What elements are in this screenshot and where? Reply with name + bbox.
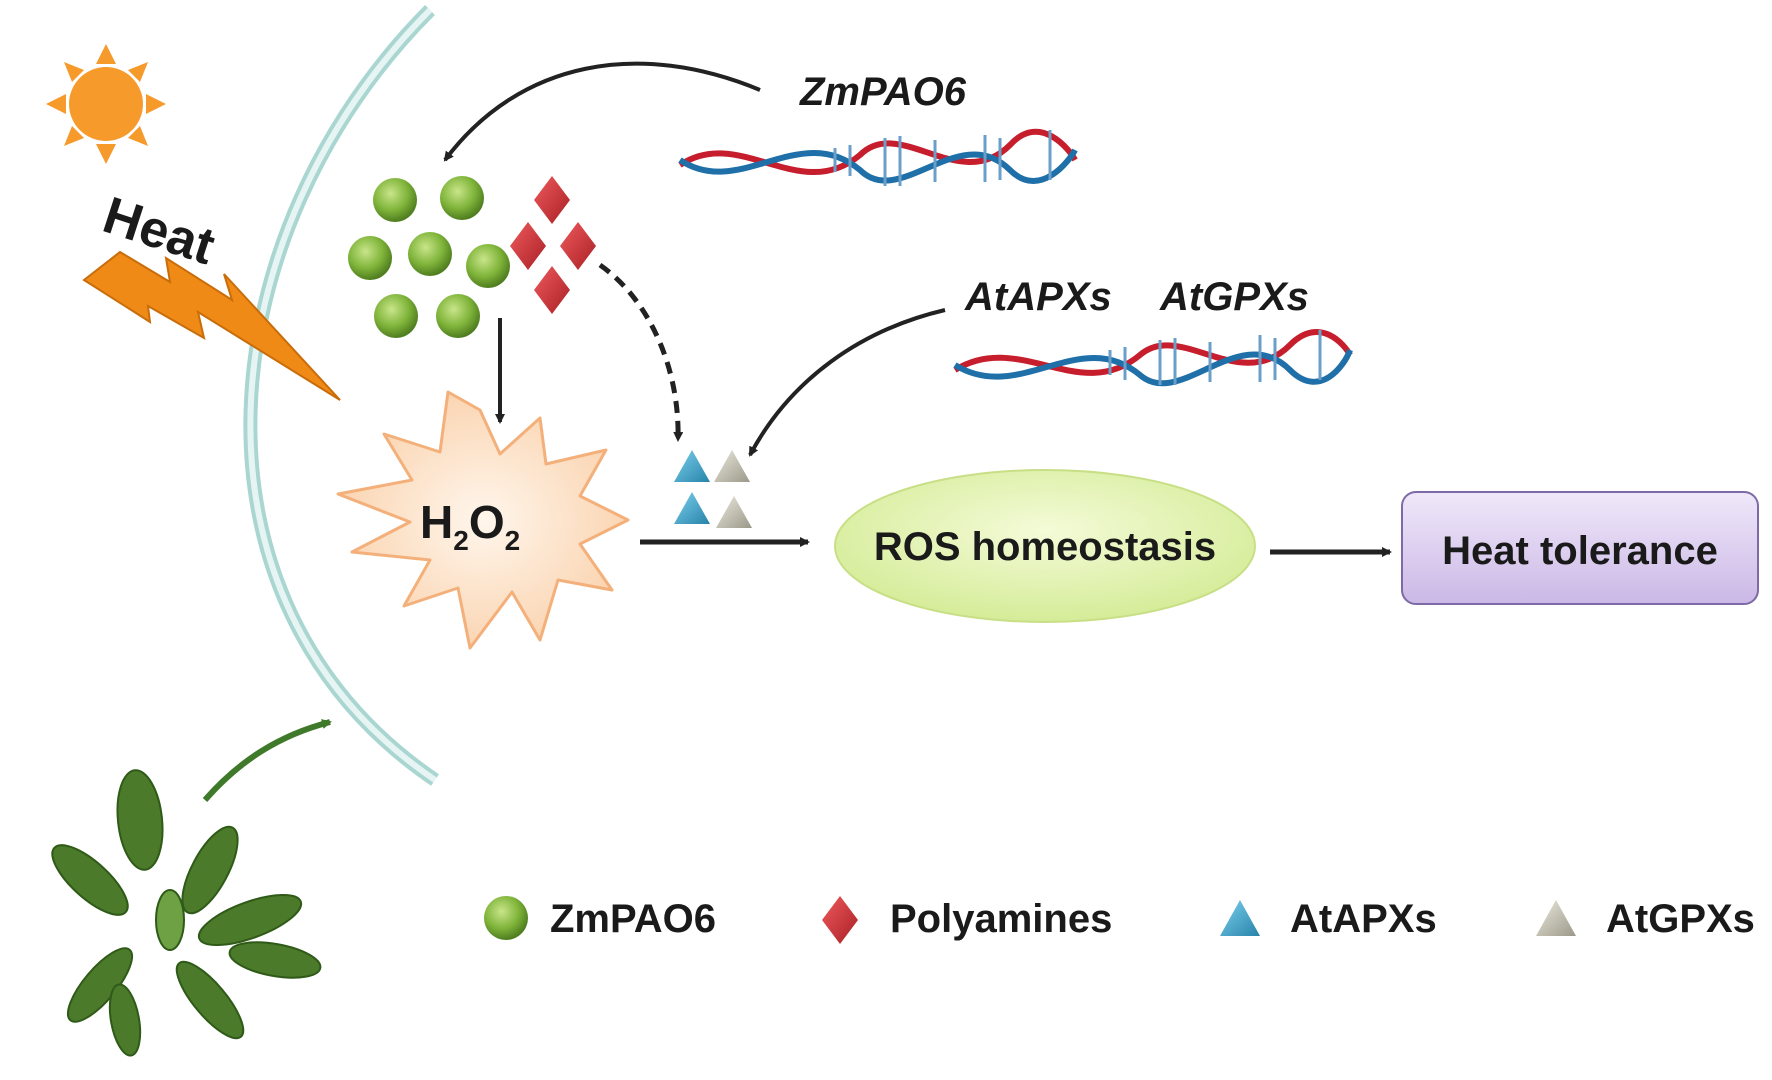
legend-item-atgpxs: AtGPXs: [1536, 897, 1755, 941]
h2o2-burst: [336, 390, 630, 650]
red-diamond-icon: [822, 896, 858, 944]
atgpx-triangle: [716, 496, 752, 528]
legend-item-atapxs: AtAPXs: [1220, 897, 1437, 941]
atapx-triangle: [674, 492, 710, 524]
gene-label-atapxs: AtAPXs: [964, 275, 1112, 319]
polyamine-diamond: [534, 266, 570, 314]
arrow-gene-to-antioxidants: [748, 308, 946, 457]
h2o2-label: H2O2: [420, 496, 520, 556]
green-circle-icon: [484, 896, 528, 940]
zmpao6-ball: [440, 176, 484, 220]
arrow-plant-to-cell: [202, 719, 332, 802]
legend-label: Polyamines: [890, 897, 1112, 941]
cell-membrane: [243, 5, 439, 786]
zmpao6-ball: [348, 236, 392, 280]
sun-icon: [46, 44, 166, 164]
dna-strand-top-icon: [678, 128, 1078, 186]
gray-triangle-icon: [1536, 900, 1576, 936]
lightning-bolt-icon: [82, 250, 341, 401]
gene-label-zmpao6: ZmPAO6: [799, 70, 967, 114]
legend-label: AtGPXs: [1606, 897, 1755, 941]
arrow-polyamines-to-antioxidants: [598, 262, 684, 442]
zmpao6-protein-cluster: [348, 176, 510, 338]
zmpao6-ball: [466, 244, 510, 288]
heat-tolerance-label: Heat tolerance: [1442, 529, 1718, 573]
polyamine-diamond: [560, 222, 596, 270]
plant-icon: [51, 769, 322, 1057]
legend: ZmPAO6 Polyamines AtAPXs AtGPXs: [484, 896, 1755, 944]
ros-homeostasis-node: [834, 469, 1256, 623]
legend-label: AtAPXs: [1290, 897, 1437, 941]
heat-tolerance-node: [1401, 491, 1759, 605]
polyamine-diamond: [534, 176, 570, 224]
atapx-triangle: [674, 450, 710, 482]
zmpao6-ball: [436, 294, 480, 338]
zmpao6-ball: [373, 178, 417, 222]
arrow-gene-to-enzyme: [443, 61, 761, 162]
polyamine-diamond: [510, 222, 546, 270]
zmpao6-ball: [408, 232, 452, 276]
atgpx-triangle: [714, 450, 750, 482]
legend-label: ZmPAO6: [550, 897, 716, 941]
zmpao6-ball: [374, 294, 418, 338]
ros-homeostasis-label: ROS homeostasis: [874, 525, 1216, 569]
polyamine-cluster: [510, 176, 596, 314]
antioxidant-cluster: [674, 450, 752, 528]
dna-strand-middle-icon: [953, 329, 1353, 387]
blue-triangle-icon: [1220, 900, 1260, 936]
gene-label-atgpxs: AtGPXs: [1159, 275, 1309, 319]
legend-item-zmpao6: ZmPAO6: [484, 896, 716, 941]
legend-item-polyamines: Polyamines: [822, 896, 1112, 944]
